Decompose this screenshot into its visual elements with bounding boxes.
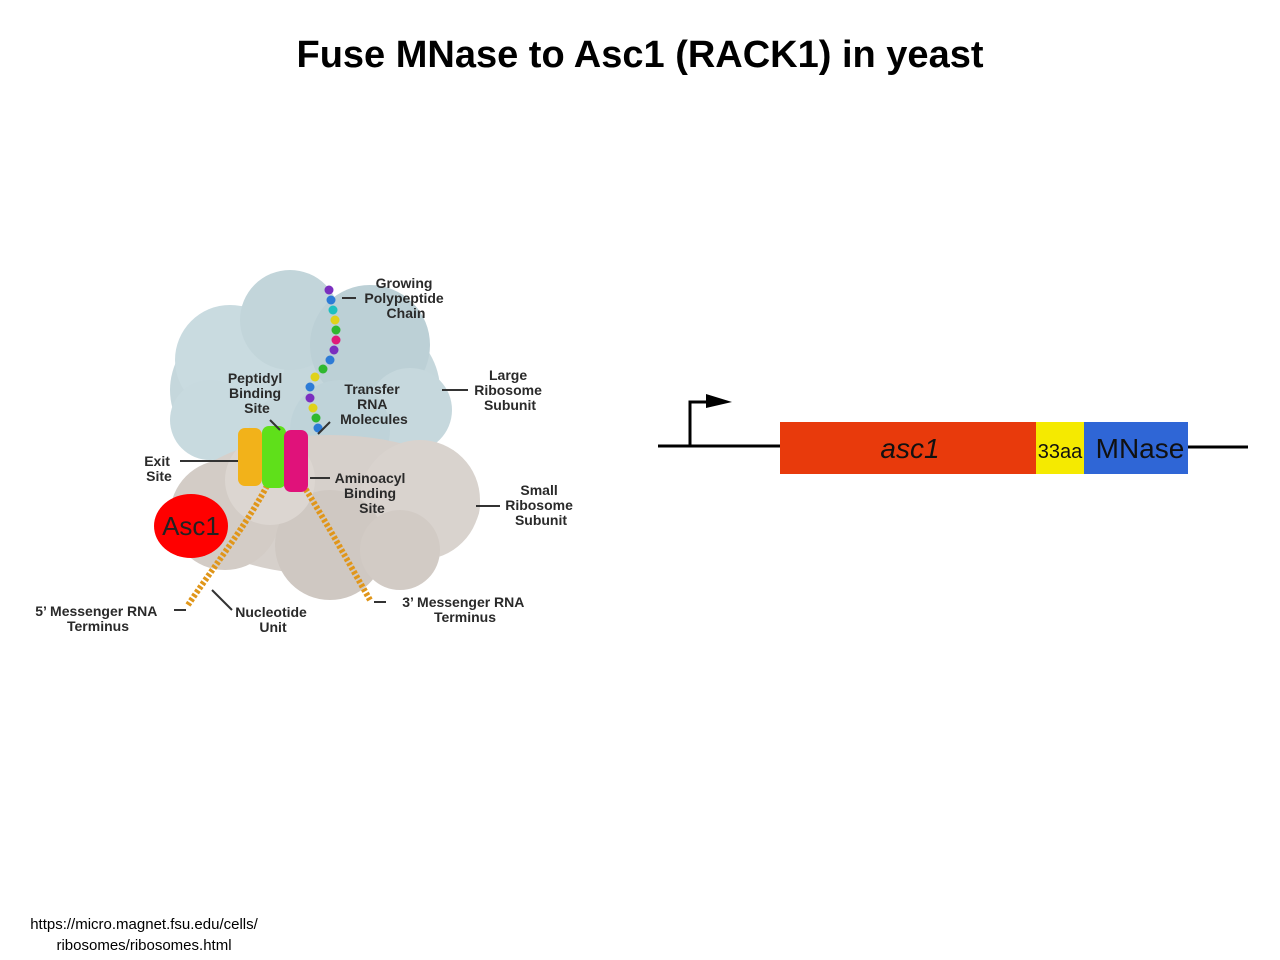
promoter-arrow-icon xyxy=(688,394,732,446)
label-small-subunit: Small Ribosome Subunit xyxy=(505,482,577,528)
gene-label: asc1 xyxy=(880,433,939,464)
label-5prime-terminus: 5’ Messenger RNA Terminus xyxy=(35,603,161,634)
mrna-strand xyxy=(185,478,373,607)
leader-lines xyxy=(174,297,500,611)
asc1-marker: Asc1 xyxy=(154,494,228,558)
linker-label: 33aa xyxy=(1038,441,1083,463)
trna-molecules xyxy=(238,426,308,492)
source-line-2: ribosomes/ribosomes.html xyxy=(56,937,232,954)
label-growing-chain: Growing Polypeptide Chain xyxy=(364,275,447,321)
source-citation: https://micro.magnet.fsu.edu/cells/ ribo… xyxy=(4,914,284,956)
linker-box xyxy=(1036,422,1084,474)
label-aminoacyl-site: Aminoacyl Binding Site xyxy=(335,470,410,516)
polypeptide-chain xyxy=(305,285,341,433)
label-nucleotide-unit: Nucleotide Unit xyxy=(235,604,310,635)
ribosome-illustration: Growing Polypeptide Chain Large Ribosome… xyxy=(35,270,577,635)
gene-construct: asc1 33aa MNase xyxy=(658,394,1248,474)
label-exit-site: Exit Site xyxy=(144,453,174,484)
asc1-label: Asc1 xyxy=(162,511,220,541)
tag-label: MNase xyxy=(1096,433,1185,464)
asc1-gene-box xyxy=(780,422,1036,474)
label-large-subunit: Large Ribosome Subunit xyxy=(474,367,546,413)
label-peptidyl-site: Peptidyl Binding Site xyxy=(228,370,286,416)
label-trna: Transfer RNA Molecules xyxy=(340,381,408,427)
label-3prime-terminus: 3’ Messenger RNA Terminus xyxy=(402,594,528,625)
mnase-box xyxy=(1084,422,1188,474)
slide-title: Fuse MNase to Asc1 (RACK1) in yeast xyxy=(296,34,984,76)
source-line-1: https://micro.magnet.fsu.edu/cells/ xyxy=(30,916,258,933)
